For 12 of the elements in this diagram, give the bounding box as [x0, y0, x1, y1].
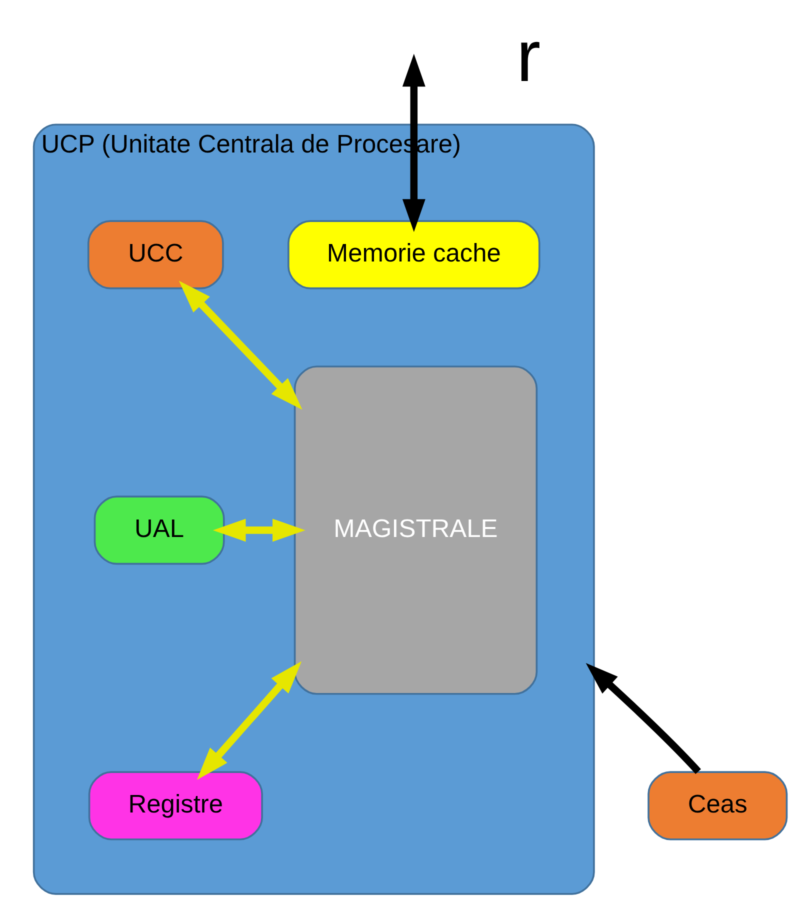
arrow [178, 280, 302, 410]
node-box: Ceas [647, 771, 788, 840]
node-box: UAL [93, 496, 224, 565]
node-box: Memorie cache [287, 220, 540, 290]
label: r [516, 16, 540, 97]
node-box: MAGISTRALE [293, 366, 538, 695]
arrow [196, 661, 302, 780]
arrow [402, 54, 425, 232]
node-box: UCC [86, 220, 224, 290]
arrow [585, 663, 700, 774]
arrow [212, 518, 305, 542]
node-box: Registre [88, 771, 262, 840]
